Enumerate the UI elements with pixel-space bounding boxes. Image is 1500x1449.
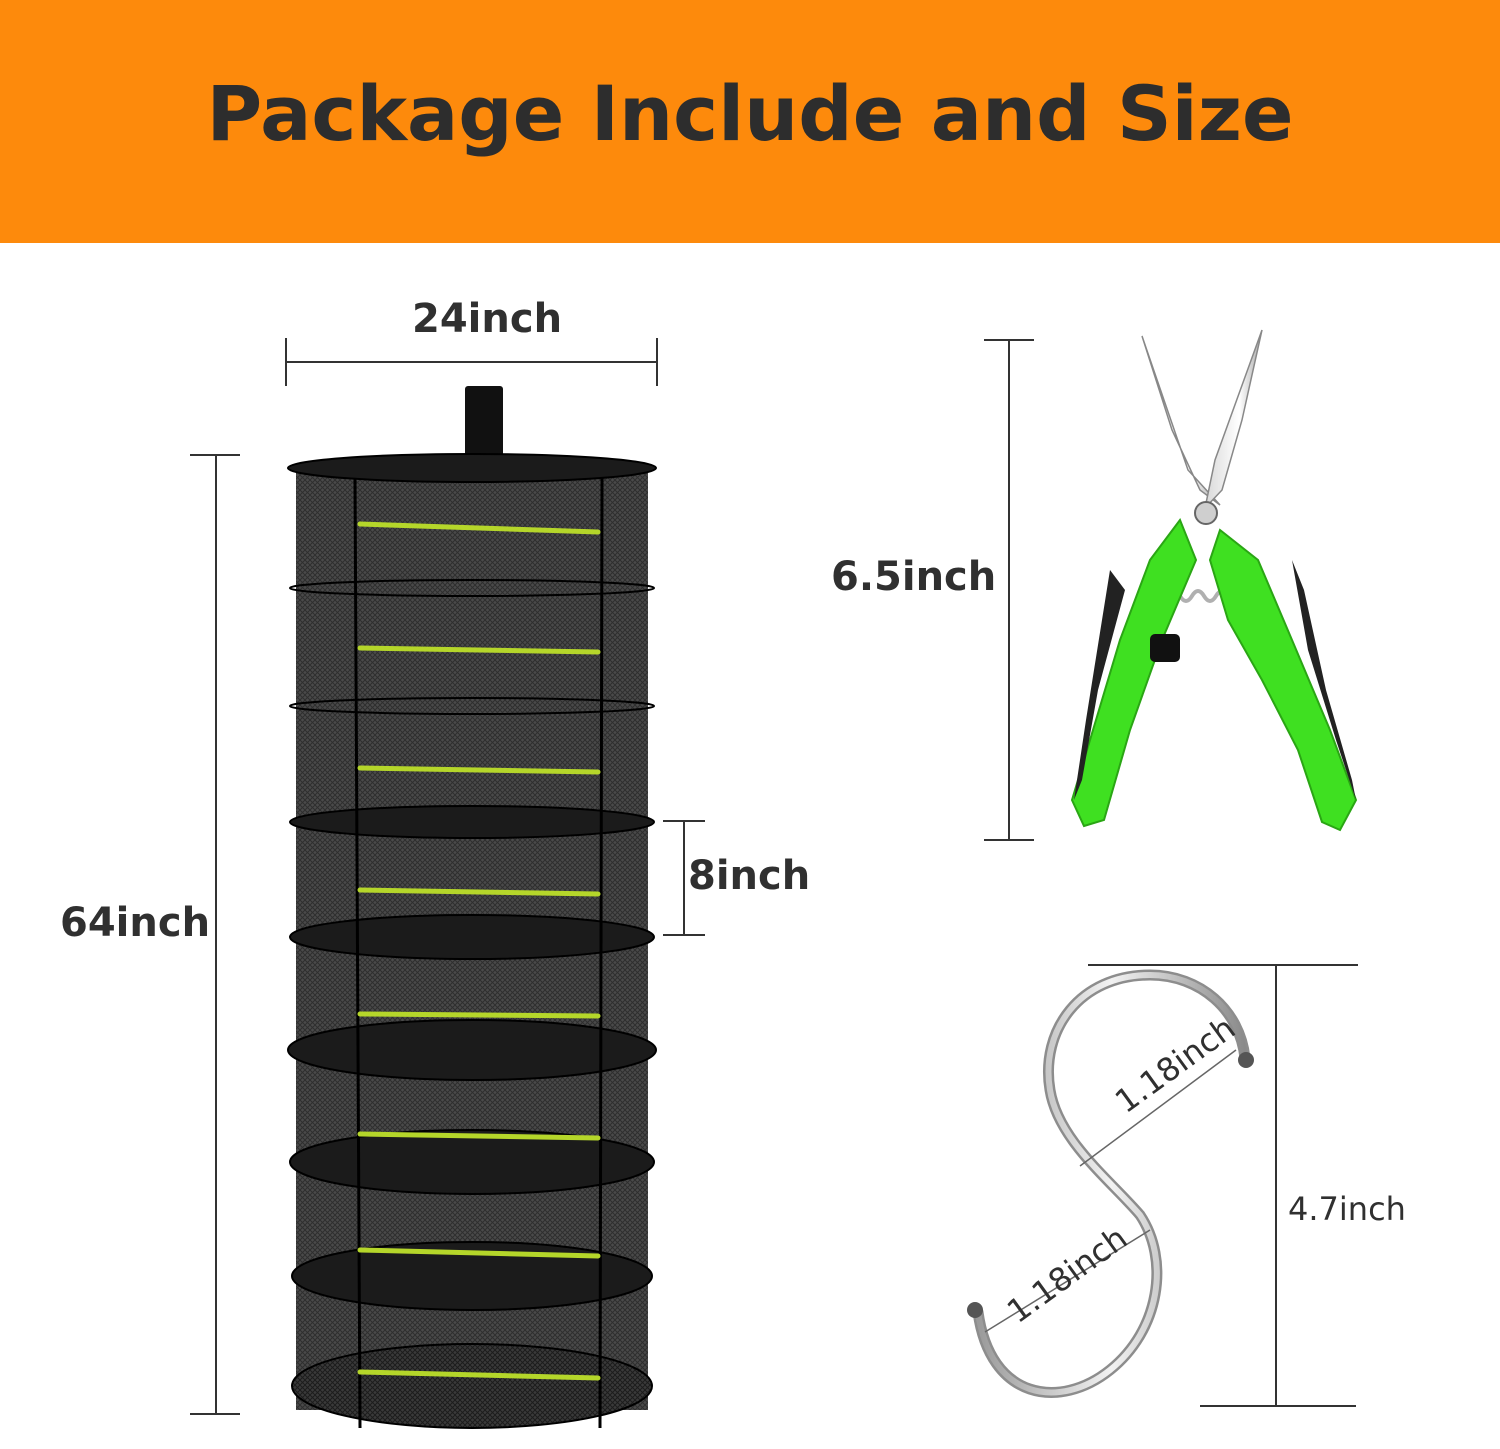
- drying-rack-icon: [287, 386, 657, 1429]
- tier-height-label: 8inch: [688, 853, 811, 899]
- tier-height-dimension: [663, 820, 705, 936]
- shears-length-dimension: [984, 339, 1034, 841]
- rack-height-label: 64inch: [60, 900, 211, 946]
- hook-height-label: 4.7inch: [1288, 1190, 1406, 1228]
- pruning-shears-icon: [1070, 329, 1358, 832]
- header-banner: Package Include and Size: [0, 0, 1500, 243]
- rack-width-dimension: [285, 338, 658, 386]
- shears-length-label: 6.5inch: [831, 554, 997, 600]
- hook-height-dimension: [1088, 964, 1358, 1407]
- rack-width-label: 24inch: [412, 296, 563, 342]
- rack-height-dimension: [190, 454, 240, 1415]
- page-title: Package Include and Size: [206, 69, 1294, 158]
- s-hook-icon: [967, 969, 1254, 1398]
